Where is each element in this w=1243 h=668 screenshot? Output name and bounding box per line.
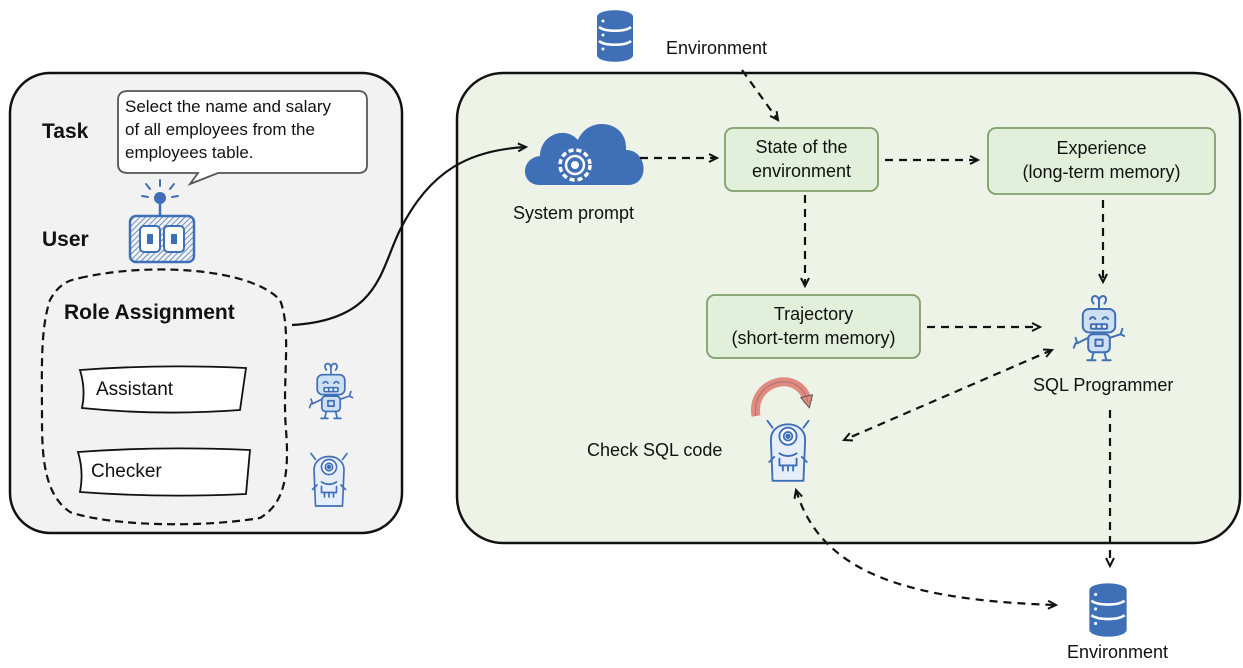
task-text-line: employees table. bbox=[125, 143, 254, 162]
state-box-line: State of the bbox=[755, 137, 848, 157]
trajectory-box-text: Trajectory (short-term memory) bbox=[707, 302, 920, 350]
left-panel bbox=[8, 71, 404, 535]
system-prompt-label: System prompt bbox=[513, 203, 635, 223]
task-text-line: of all employees from the bbox=[125, 120, 315, 139]
role-to-system-arrow bbox=[291, 142, 529, 327]
experience-box-text: Experience (long-term memory) bbox=[988, 136, 1215, 184]
env-to-state-arrow bbox=[741, 69, 780, 122]
state-box-line: environment bbox=[751, 161, 852, 181]
user-label: User bbox=[42, 228, 89, 251]
checker-role-label: Checker bbox=[91, 461, 162, 482]
programmer-checker-arrow bbox=[841, 348, 1055, 442]
experience-box bbox=[987, 127, 1216, 195]
checker-monster-icon bbox=[310, 452, 348, 507]
self-check-loop-arrow bbox=[751, 377, 808, 417]
check-sql-label: Check SQL code bbox=[587, 440, 723, 460]
trajectory-box-line: Trajectory bbox=[773, 304, 854, 324]
assistant-role-box bbox=[78, 365, 248, 414]
checker-env-arrow bbox=[793, 487, 1059, 610]
role-assignment-label: Role Assignment bbox=[64, 301, 235, 324]
task-speech-bubble bbox=[117, 90, 368, 186]
task-text: Select the name and salary of all employ… bbox=[125, 95, 331, 164]
experience-box-line: (long-term memory) bbox=[1022, 162, 1181, 182]
trajectory-box bbox=[706, 294, 921, 359]
cloud-gear-icon bbox=[525, 123, 644, 185]
database-icon bbox=[595, 9, 635, 63]
user-robot-icon bbox=[128, 179, 196, 264]
database-icon bbox=[1087, 581, 1129, 639]
dashed-arrows bbox=[640, 69, 1115, 610]
checker-role-box bbox=[76, 447, 251, 497]
role-assignment-region bbox=[40, 268, 289, 526]
environment-bottom-label: Environment bbox=[1067, 642, 1169, 662]
state-box bbox=[724, 127, 879, 192]
environment-top-label: Environment bbox=[666, 38, 768, 58]
state-box-text: State of the environment bbox=[725, 135, 878, 183]
checker-monster-icon bbox=[766, 419, 810, 482]
experience-box-line: Experience bbox=[1056, 138, 1147, 158]
sql-programmer-label: SQL Programmer bbox=[1033, 375, 1174, 395]
trajectory-box-line: (short-term memory) bbox=[731, 328, 896, 348]
task-label: Task bbox=[42, 120, 89, 143]
assistant-role-label: Assistant bbox=[96, 379, 174, 400]
task-text-line: Select the name and salary bbox=[125, 97, 332, 116]
